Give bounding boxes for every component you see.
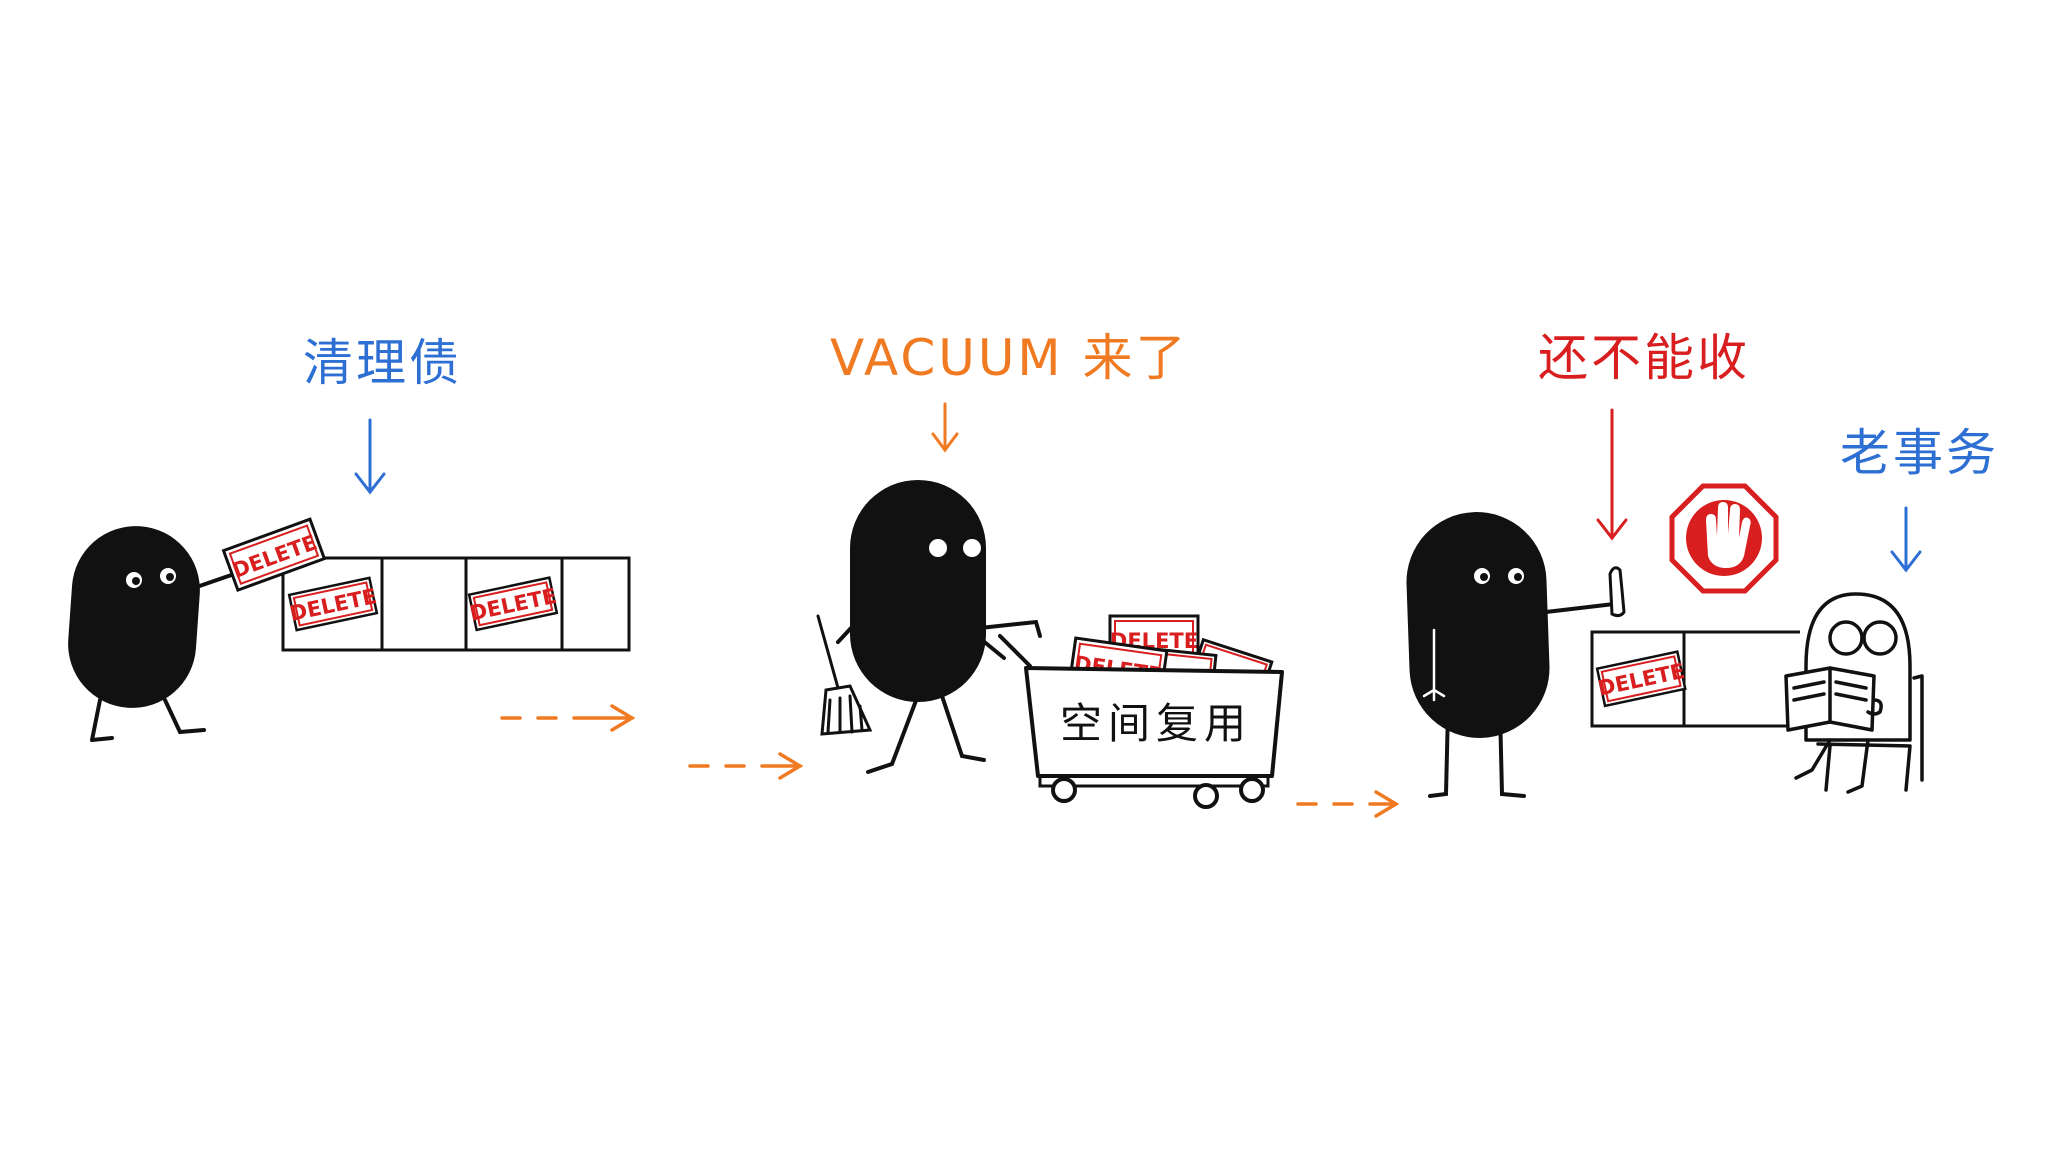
dashed-arrow-orange-3 xyxy=(1296,790,1400,818)
label-cannot-reclaim: 还不能收 xyxy=(1538,329,1750,387)
label-space-reuse: 空间复用 xyxy=(1060,699,1252,748)
arrow-down-orange xyxy=(931,402,959,453)
label-clean-debt: 清理债 xyxy=(303,334,462,392)
table-row-strip-3 xyxy=(1590,630,1800,728)
label-old-transaction: 老事务 xyxy=(1840,424,1999,482)
dashed-arrow-orange-1 xyxy=(500,704,636,732)
cart: DELETE DELETE 空间复用 xyxy=(998,614,1284,809)
dashed-arrow-orange-2 xyxy=(688,752,804,780)
character-vacuum xyxy=(836,480,1042,774)
broom-icon xyxy=(816,614,873,736)
delete-stamp-row-1: DELETE xyxy=(288,576,379,632)
arrow-down-red xyxy=(1596,408,1628,541)
character-runner xyxy=(68,526,242,742)
stop-hand-icon xyxy=(1669,483,1779,594)
delete-stamp-held: DELETE xyxy=(221,517,327,593)
chair xyxy=(1816,674,1924,792)
panel-vacuum: VACUUM 来了 xyxy=(688,329,1400,818)
cart-wheel xyxy=(1239,777,1265,803)
arrow-down-blue-2 xyxy=(1890,506,1922,573)
character-stopper xyxy=(1406,512,1626,798)
cart-wheel xyxy=(1193,783,1219,809)
arrow-down-blue-1 xyxy=(354,418,386,495)
panel-cannot-reclaim: 还不能收 老事务 xyxy=(1406,329,1999,798)
character-old-transaction xyxy=(1784,592,1924,794)
delete-stamp-row-blocked: DELETE xyxy=(1595,650,1687,708)
panel-clean-debt: 清理债 DELETE DELETE xyxy=(68,334,636,742)
cart-wheel xyxy=(1051,777,1077,803)
label-vacuum-comes: VACUUM 来了 xyxy=(830,329,1188,387)
